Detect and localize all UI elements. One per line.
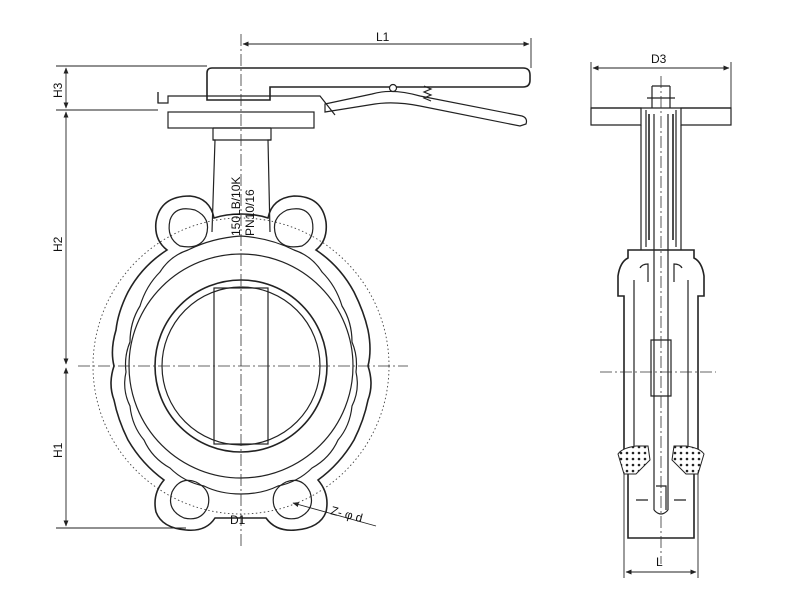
lever-handle	[157, 67, 531, 129]
label-H1: H1	[51, 442, 65, 458]
label-bolt-holes: Z- φ d	[329, 503, 364, 525]
valve-neck	[211, 127, 272, 233]
front-view: 150LB/10K PN10/16 L1 H3 H2	[51, 30, 532, 548]
dimension-L: L	[623, 472, 699, 578]
label-L: L	[656, 555, 663, 569]
dimension-D3: D3	[590, 52, 732, 108]
dimension-H2: H2	[51, 111, 69, 365]
side-view: D3 L	[590, 52, 732, 578]
label-D1: D1	[230, 513, 246, 527]
label-D3: D3	[651, 52, 667, 66]
dimension-L1: L1	[242, 30, 532, 68]
body-marking-line2: PN10/16	[243, 189, 257, 236]
label-H2: H2	[51, 236, 65, 252]
dimension-bolt-holes: Z- φ d	[292, 502, 377, 527]
label-H3: H3	[51, 82, 65, 98]
dimension-D1: D1	[230, 513, 246, 527]
label-L1: L1	[376, 30, 390, 44]
body-marking-line1: 150LB/10K	[229, 177, 243, 236]
dimension-H1: H1	[51, 367, 69, 527]
dimension-H3: H3	[51, 67, 69, 109]
